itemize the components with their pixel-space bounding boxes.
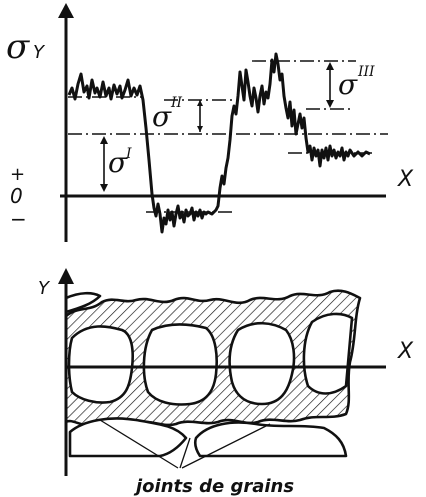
grain-boundaries-caption: joints de grains (133, 476, 294, 497)
grain-6 (193, 421, 348, 458)
sigma-ii-sup: II (170, 95, 183, 111)
grain-4 (302, 312, 354, 395)
plus-sign: + (10, 164, 25, 185)
grain-structure-diagram: Y X joints de grains (38, 268, 414, 497)
grain-7 (64, 291, 102, 314)
zero-label: 0 (10, 184, 23, 208)
sigma-i-sup: I (125, 146, 132, 162)
stress-curve (67, 52, 371, 234)
sigma-iii-dimension (326, 62, 334, 108)
bottom-y-axis-arrow (58, 268, 74, 284)
leader-line-3 (181, 423, 271, 469)
leader-line-2 (179, 437, 191, 469)
top-y-axis-label-sub: Y (33, 42, 46, 63)
sigma-ii-dimension (197, 100, 203, 132)
top-x-axis-label: X (397, 167, 414, 192)
sigma-ii-label: σ (152, 100, 172, 133)
grain-3 (228, 321, 296, 406)
minus-sign: − (10, 207, 27, 231)
grain-2 (142, 323, 218, 406)
grain-boundary-network (64, 289, 362, 458)
top-y-axis-arrow (58, 3, 74, 18)
grain-1 (67, 325, 134, 404)
sigma-iii-label: σ (338, 68, 358, 101)
stress-profile-diagram: σ Y X + 0 − σ I σ II σ III (6, 3, 414, 242)
bottom-x-axis-label: X (397, 339, 414, 364)
leader-line-1 (99, 419, 179, 469)
sigma-iii-sup: III (357, 64, 375, 80)
top-y-axis-label: σ (6, 27, 30, 67)
sigma-i-label: σ (108, 146, 128, 179)
bottom-y-axis-label: Y (38, 278, 51, 299)
sigma-i-dimension (100, 136, 108, 192)
